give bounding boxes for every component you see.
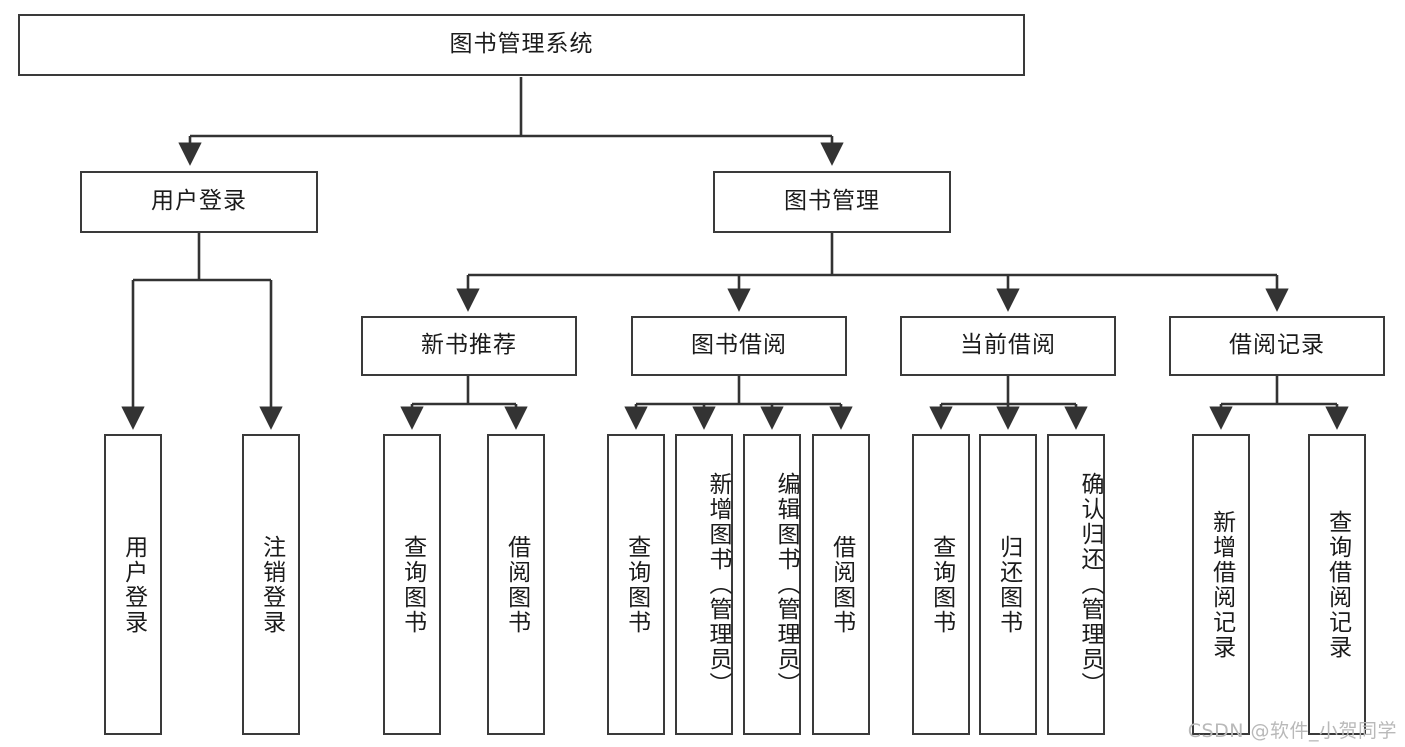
node-borrow-record[interactable]: 借阅记录 [1169,316,1385,376]
node-leaf-query-record[interactable]: 查询借阅记录 [1308,434,1366,735]
node-leaf-add-book[interactable]: 新增图书（管理员） [675,434,733,735]
node-leaf-query-book-3[interactable]: 查询图书 [912,434,970,735]
node-user-login-label: 用户登录 [151,188,247,215]
node-book-borrow[interactable]: 图书借阅 [631,316,847,376]
node-book-borrow-label: 图书借阅 [691,332,787,359]
node-leaf-add-book-label: 新增图书（管理员） [705,472,731,697]
node-leaf-borrow-book-1[interactable]: 借阅图书 [487,434,545,735]
node-new-book-rec[interactable]: 新书推荐 [361,316,577,376]
node-current-borrow-label: 当前借阅 [960,332,1056,359]
node-leaf-query-record-label: 查询借阅记录 [1324,509,1351,660]
node-root-label: 图书管理系统 [449,31,594,58]
node-leaf-borrow-book-1-label: 借阅图书 [503,534,530,635]
node-leaf-edit-book-label: 编辑图书（管理员） [773,472,799,697]
node-leaf-return-book[interactable]: 归还图书 [979,434,1037,735]
node-leaf-query-book-1[interactable]: 查询图书 [383,434,441,735]
node-new-book-rec-label: 新书推荐 [421,332,517,359]
node-leaf-confirm-return-label: 确认归还（管理员） [1077,472,1103,697]
node-leaf-add-record-label: 新增借阅记录 [1208,509,1235,660]
watermark: CSDN @软件_小贺同学 [1187,720,1397,742]
node-user-login[interactable]: 用户登录 [80,171,318,233]
node-leaf-logout[interactable]: 注销登录 [242,434,300,735]
node-leaf-return-book-label: 归还图书 [995,534,1022,635]
node-leaf-add-record[interactable]: 新增借阅记录 [1192,434,1250,735]
node-leaf-confirm-return[interactable]: 确认归还（管理员） [1047,434,1105,735]
node-current-borrow[interactable]: 当前借阅 [900,316,1116,376]
node-root[interactable]: 图书管理系统 [18,14,1025,76]
node-leaf-query-book-3-label: 查询图书 [928,534,955,635]
node-leaf-user-login-label: 用户登录 [120,534,147,635]
node-leaf-query-book-1-label: 查询图书 [399,534,426,635]
node-leaf-logout-label: 注销登录 [258,534,285,635]
node-leaf-query-book-2[interactable]: 查询图书 [607,434,665,735]
node-leaf-borrow-book-2-label: 借阅图书 [828,534,855,635]
node-leaf-query-book-2-label: 查询图书 [623,534,650,635]
node-borrow-record-label: 借阅记录 [1229,332,1325,359]
node-book-manage-label: 图书管理 [784,188,880,215]
node-leaf-user-login[interactable]: 用户登录 [104,434,162,735]
node-leaf-edit-book[interactable]: 编辑图书（管理员） [743,434,801,735]
node-leaf-borrow-book-2[interactable]: 借阅图书 [812,434,870,735]
node-book-manage[interactable]: 图书管理 [713,171,951,233]
